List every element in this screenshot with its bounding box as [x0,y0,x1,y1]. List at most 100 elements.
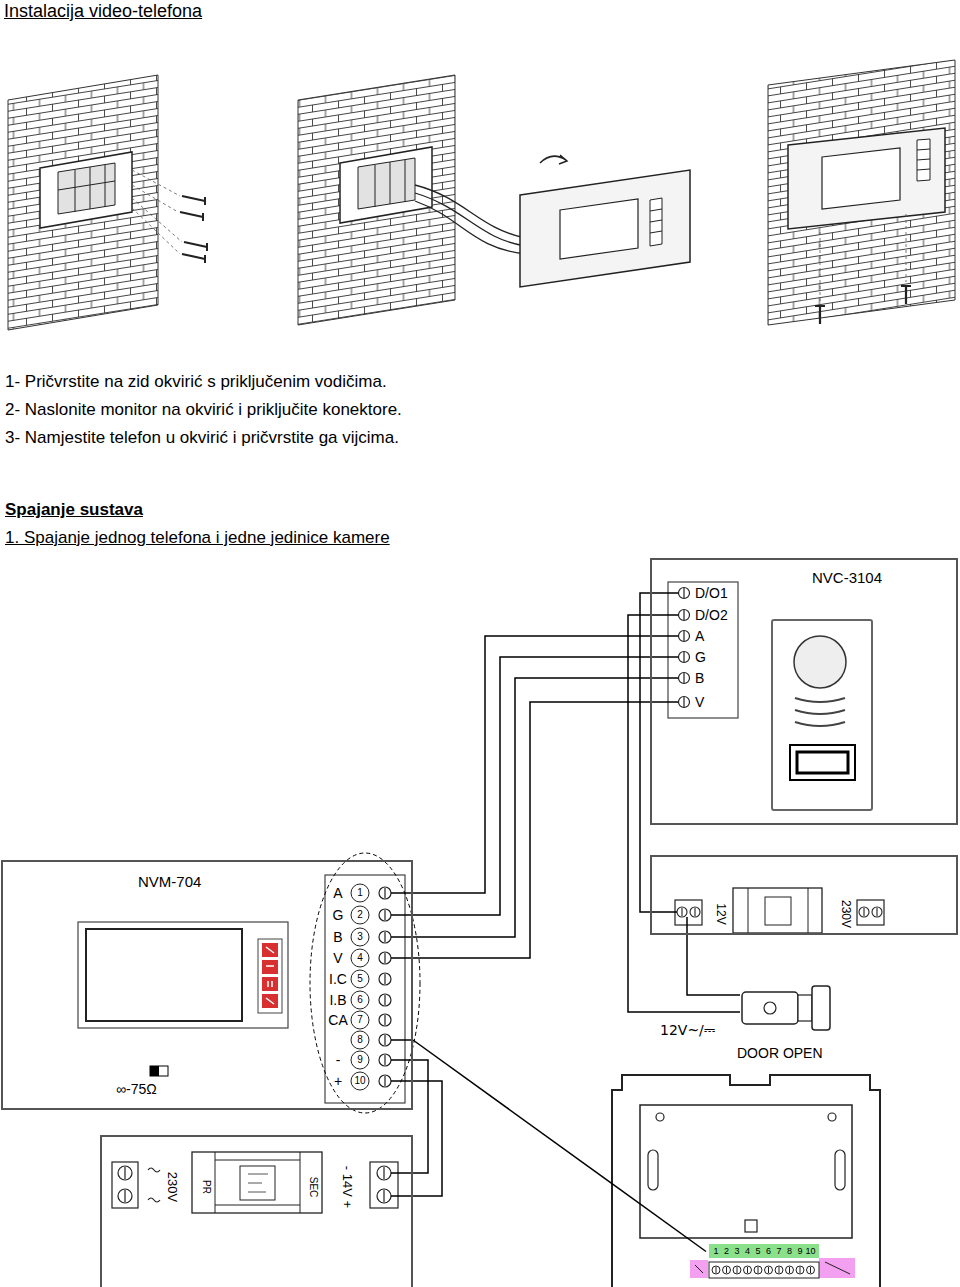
instruction-text: 1- Pričvrstite na zid okvirić s priključ… [5,372,387,392]
number-circle [351,970,369,988]
number-circle [351,1011,369,1029]
terminal-number: 5 [357,973,363,985]
terminal-number: 1 [357,887,363,899]
lock-label: 12V~/⎓ [660,1022,715,1038]
call-button [790,745,855,780]
terminal-strip [709,1262,819,1278]
monitor [520,170,690,287]
instruction-text: 2- Naslonite monitor na okvirić i priklj… [5,400,402,420]
camera-panel [772,620,872,810]
module-window [765,897,791,925]
terminal-number: 3 [357,931,363,943]
number-circle [351,991,369,1009]
terminal-label: D/O2 [695,607,728,623]
frame-hole [828,1113,836,1121]
wire [413,678,650,937]
wire [640,593,650,912]
terminal-label: V [695,694,704,710]
cable [415,185,525,254]
screw-slots [864,908,877,916]
brick-wall [298,75,455,325]
terminal-number: 5 [755,1246,760,1256]
number-circle [351,884,369,902]
button-lines [650,209,662,233]
connector-lines [375,160,405,207]
wire [413,657,650,915]
ac-symbol [148,1168,160,1202]
terminal-number: 1 [713,1246,718,1256]
screw-slots [383,1167,384,1202]
terminal-label: B [695,670,704,686]
supply-marking: - 14V + [340,1166,355,1208]
terminal-label: I.B [329,992,346,1008]
supply-marking: 12V [713,903,727,924]
frame-inner [640,1105,852,1238]
terminal-number: 4 [745,1246,750,1256]
din-module [733,888,822,933]
device-name: NVM-704 [138,873,201,890]
screws [180,196,207,259]
terminal-number: 3 [734,1246,739,1256]
lock-keyhole [764,1002,776,1014]
wire [687,935,740,995]
number-circle [351,906,369,924]
number-circle [351,1072,369,1090]
speaker-grille [795,698,845,726]
screw-heads [203,197,207,263]
terminal-strip [668,582,738,718]
switch-slider [150,1066,159,1076]
wall-frame-outline [612,1075,880,1287]
module-window [240,1166,275,1200]
switch-label: ∞-75Ω [116,1081,157,1097]
guide-lines [820,214,906,302]
connector-lines [58,165,115,212]
supply-marking: SEC [307,1177,319,1198]
brick-wall [8,75,158,330]
frame-hole [656,1113,664,1121]
screw-slots [682,908,695,916]
terminal-block [112,1162,138,1208]
terminal-label: G [333,907,344,923]
terminal-strip [325,875,405,1103]
supply-marking: 230V [165,1172,180,1202]
brick-wall [768,60,955,325]
wall-frame [340,147,432,223]
impedance-switch [150,1066,168,1076]
number-highlight [709,1244,819,1258]
monitor [788,128,945,229]
terminal-number: 10 [354,1075,365,1087]
terminal-number: 4 [357,952,363,964]
section-heading: Spajanje sustava [5,500,143,520]
module-lines [215,1152,300,1213]
terminal-label: I.C [329,971,347,987]
terminal-label: V [333,950,342,966]
terminal-screws [379,887,391,1087]
wall-frame [40,152,132,228]
dashed-highlight [310,853,420,1113]
lock-body [742,992,798,1024]
terminal-block [370,1162,398,1208]
number-circle [351,928,369,946]
screws [815,286,911,324]
terminal-number: 10 [805,1246,815,1256]
terminal-label: CA [328,1012,347,1028]
terminal-label: A [333,885,342,901]
monitor-screen [86,929,242,1021]
terminal-label: + [334,1073,342,1089]
device-box: NVM-704 [1,860,413,1110]
monitor-screen [560,199,638,259]
terminal-label: - [336,1052,341,1068]
monitor-buttons [917,139,930,181]
number-circle [351,1051,369,1069]
power-supply-box: 12V230V [650,855,958,935]
connector-block [358,158,415,209]
wire [413,1060,428,1173]
lock-cylinder [798,995,812,1021]
turn-arrow [540,155,567,164]
module-lines [748,888,808,933]
supply-marking: PR [200,1180,212,1194]
lock-plate [812,986,830,1030]
terminal-number: 9 [797,1246,802,1256]
wire-stubs [391,1173,413,1196]
terminal-number: 9 [357,1054,363,1066]
